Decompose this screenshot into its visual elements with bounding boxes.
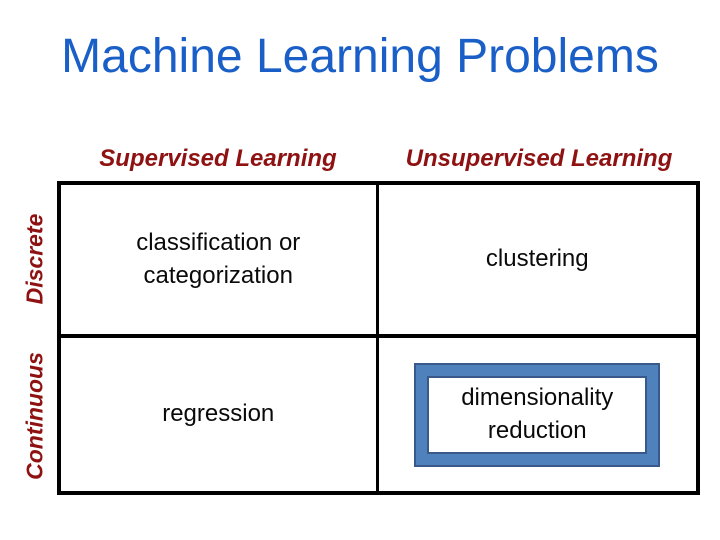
cell-clustering: clustering [378,185,696,338]
column-header-supervised: Supervised Learning [99,145,337,172]
cell-regression: regression [61,338,379,491]
cell-dimensionality-reduction: dimensionality reduction [379,338,697,491]
column-header-unsupervised: Unsupervised Learning [405,145,673,172]
cell-classification-label: classification or categorization [136,229,301,289]
row-header-discrete: Discrete [21,213,48,305]
row-header-continuous: Continuous [21,352,48,480]
cell-dimensionality-reduction-label: dimensionality reduction [461,384,614,444]
cell-regression-label: regression [162,400,275,428]
cell-clustering-label: clustering [485,245,589,273]
highlight-box-outer: dimensionality reduction [414,362,661,467]
matrix-grid: classification or categorization cluster… [57,181,700,495]
highlight-box-inner: dimensionality reduction [427,375,648,454]
slide-title: Machine Learning Problems [61,30,659,83]
cell-classification: classification or categorization [61,185,379,338]
